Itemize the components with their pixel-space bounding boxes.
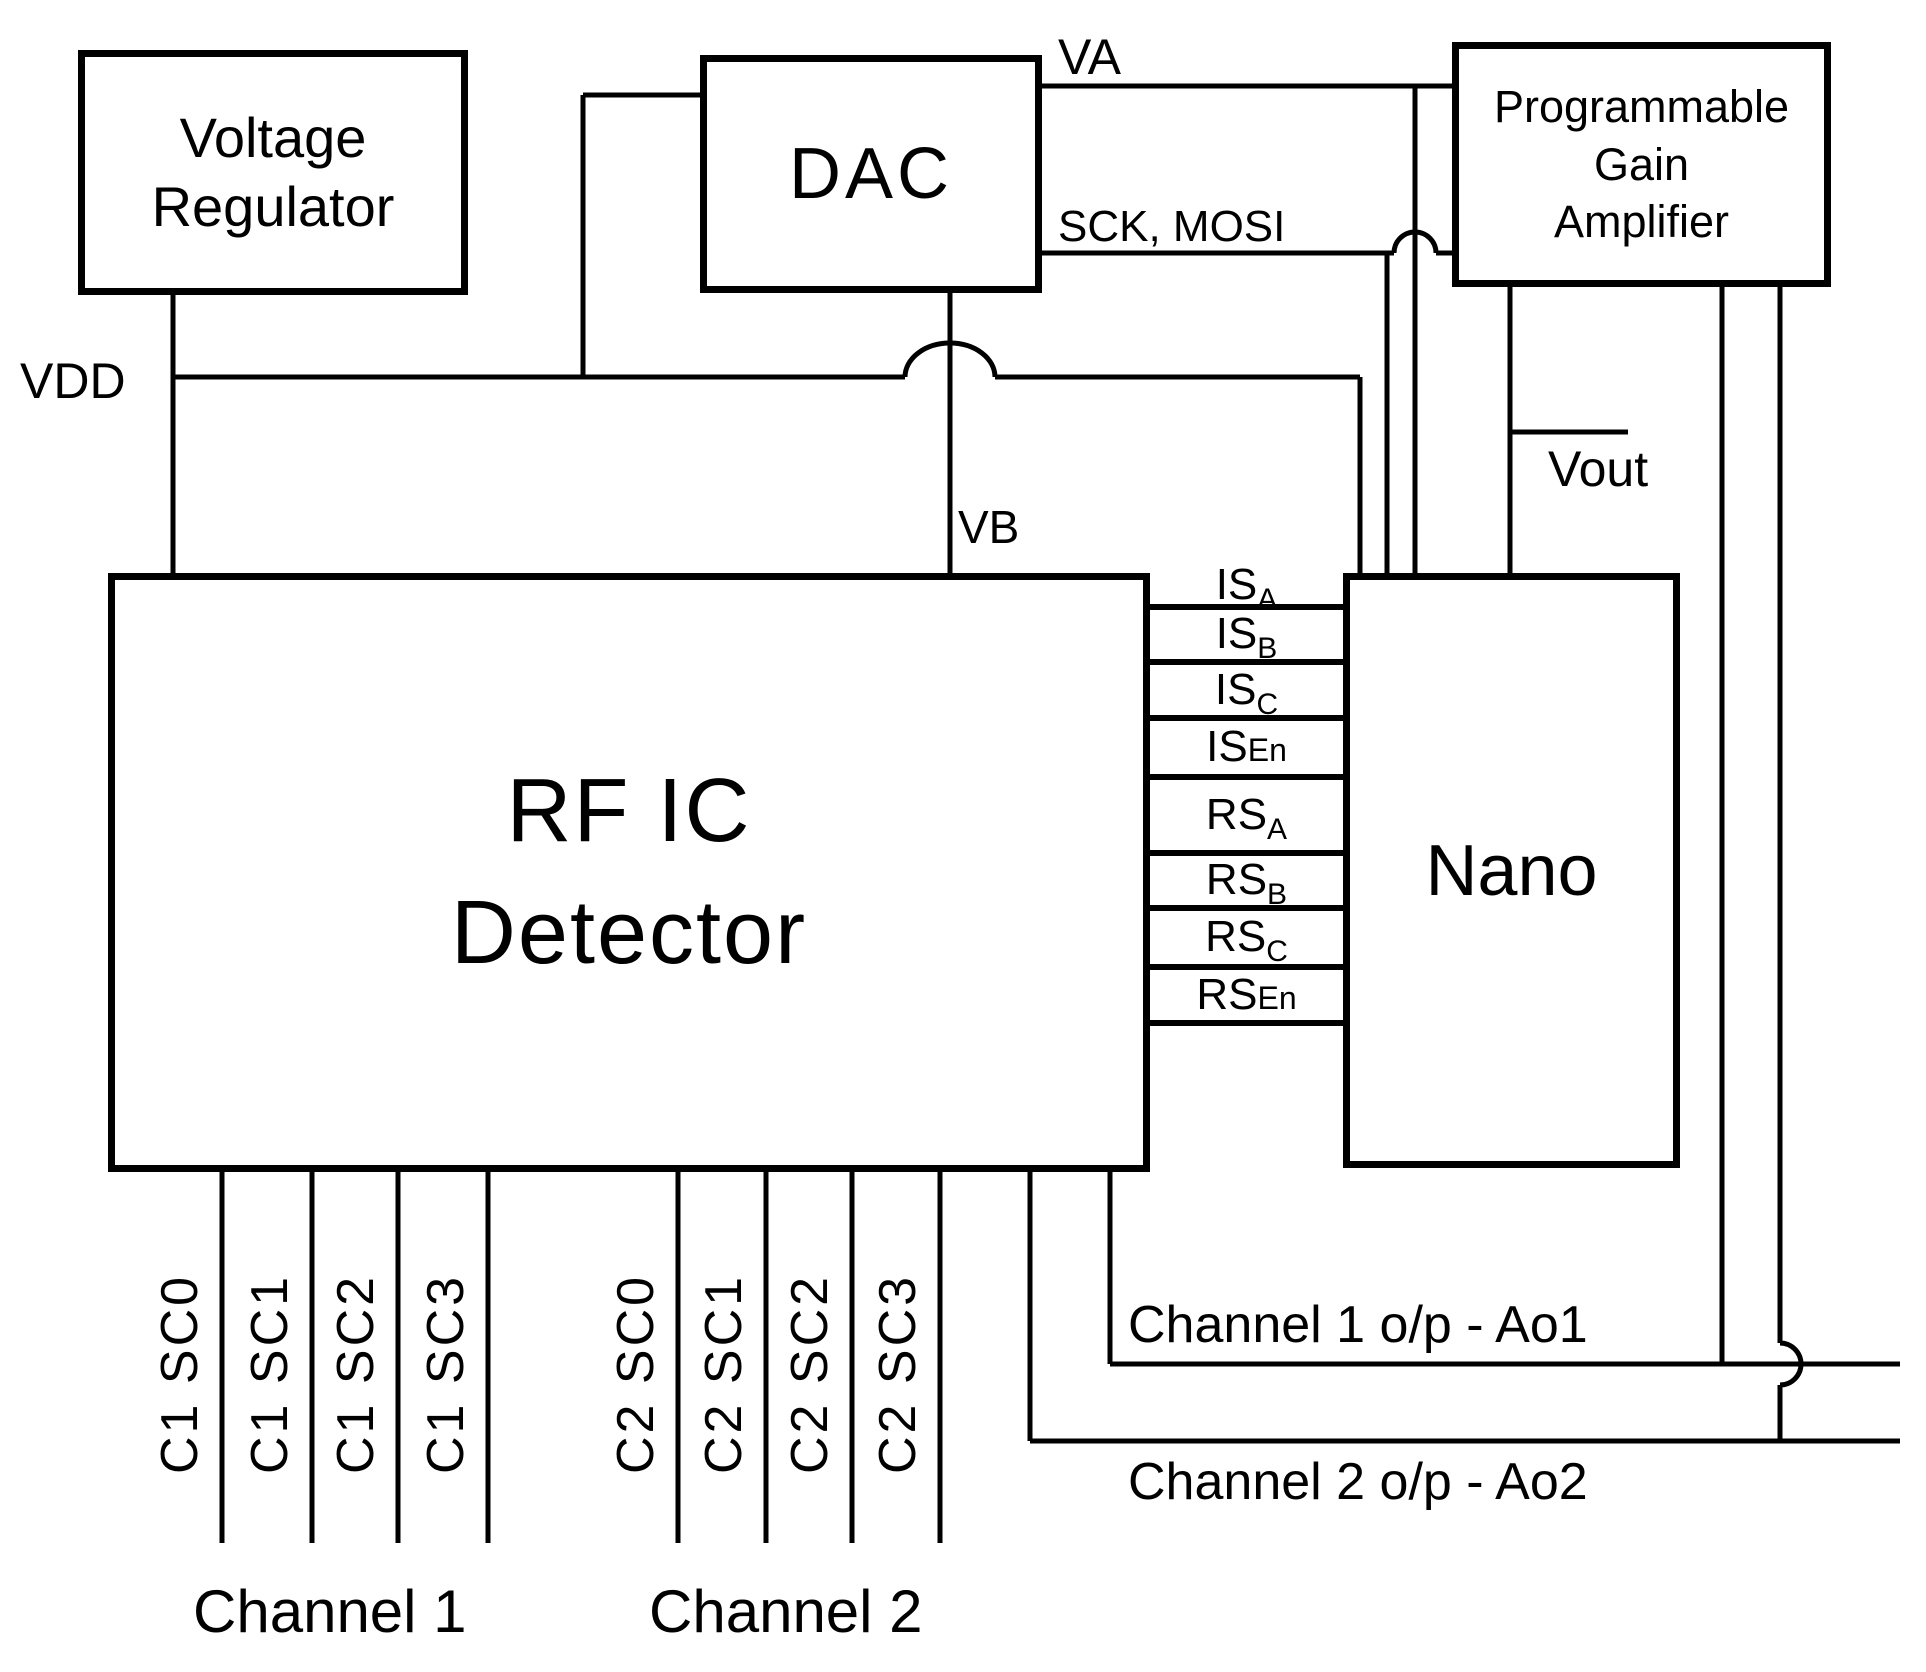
bus-label-isc: ISC	[1214, 665, 1279, 721]
voltage-regulator-block: Voltage Regulator	[78, 50, 468, 295]
vout-label: Vout	[1548, 441, 1649, 497]
pin-label-c1-sc1: C1 SC1	[241, 1273, 299, 1474]
channel2-label: Channel 2	[649, 1578, 923, 1645]
bus-label-rsa: RSA	[1205, 790, 1288, 846]
sck-mosi-label: SCK, MOSI	[1058, 202, 1286, 251]
pin-label-c2-sc0: C2 SC0	[607, 1273, 665, 1474]
bus-label-rsb: RSB	[1205, 855, 1288, 911]
channel1-label: Channel 1	[193, 1578, 467, 1645]
bus-label-isb: ISB	[1215, 609, 1278, 665]
bus-label-isen: ISEn	[1206, 722, 1287, 771]
pin-label-c2-sc3: C2 SC3	[869, 1273, 927, 1474]
nano-block: Nano	[1343, 573, 1680, 1168]
channel2-output-label: Channel 2 o/p - Ao2	[1128, 1453, 1588, 1511]
vb-label: VB	[958, 501, 1020, 553]
bus-label-isa: ISA	[1215, 560, 1278, 616]
pin-label-c1-sc3: C1 SC3	[417, 1273, 475, 1474]
vdd-label: VDD	[20, 353, 126, 409]
wire-sck-hop-arc	[1391, 229, 1439, 254]
bus-label-rsen: RSEn	[1196, 970, 1297, 1019]
pin-label-c1-sc2: C1 SC2	[327, 1273, 385, 1474]
va-label: VA	[1058, 29, 1121, 85]
bus-label-rsc: RSC	[1205, 912, 1288, 968]
pin-label-c1-sc0: C1 SC0	[151, 1273, 209, 1474]
rf-ic-detector-block: RF IC Detector	[108, 573, 1150, 1172]
programmable-gain-amplifier-block: Programmable Gain Amplifier	[1452, 42, 1831, 287]
pin-label-c2-sc1: C2 SC1	[695, 1273, 753, 1474]
pin-label-c2-sc2: C2 SC2	[781, 1273, 839, 1474]
channel1-output-label: Channel 1 o/p - Ao1	[1128, 1296, 1588, 1354]
dac-block: DAC	[700, 55, 1042, 293]
